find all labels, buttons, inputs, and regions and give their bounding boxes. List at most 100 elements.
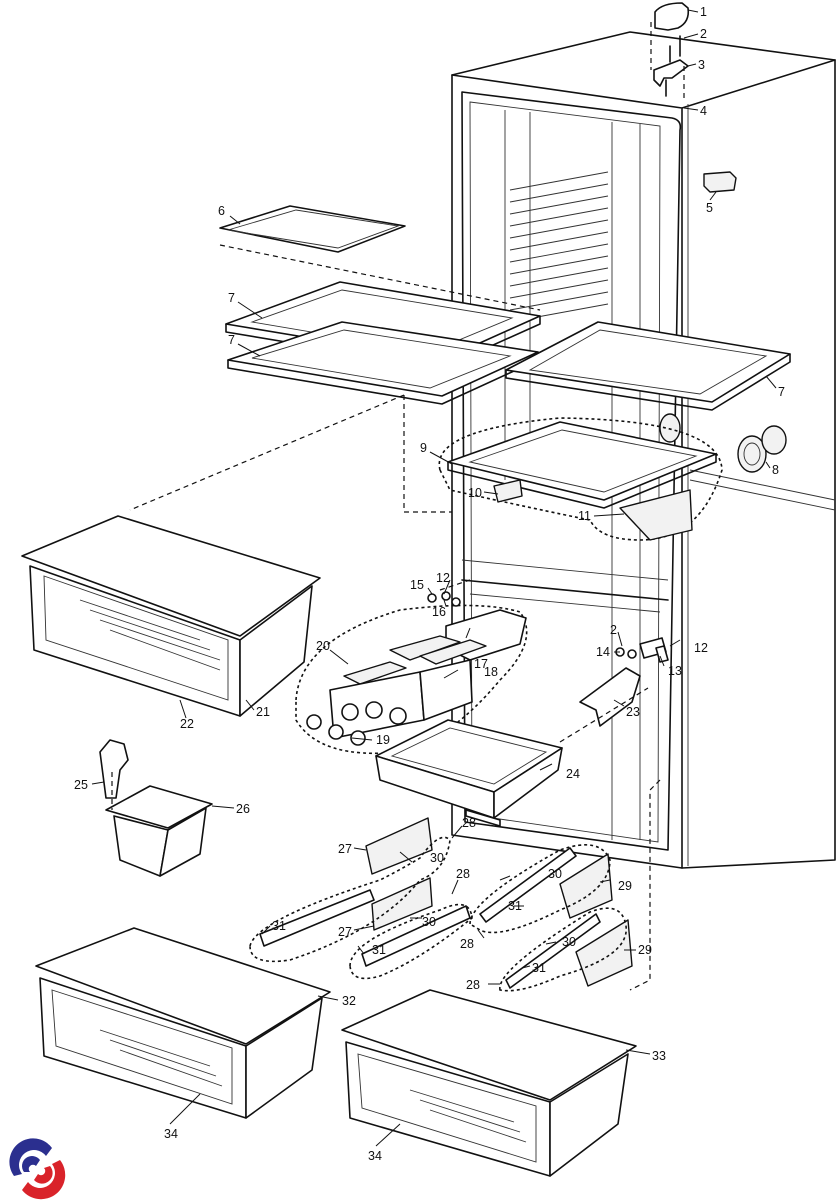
part-label: 29	[638, 943, 652, 957]
leader-line	[687, 63, 697, 67]
part-label: 10	[468, 486, 482, 500]
leader-line	[593, 513, 625, 517]
part-10-bracket	[493, 479, 523, 503]
part-label: 28	[456, 867, 470, 881]
leader-line	[237, 343, 261, 357]
leader-line	[179, 699, 187, 719]
part-label: 3	[698, 58, 705, 72]
part-label: 11	[578, 509, 591, 523]
part-label: 31	[272, 919, 286, 933]
leader-line	[211, 805, 235, 809]
leader-line	[353, 847, 367, 851]
leader-line	[477, 929, 485, 939]
part-label: 2	[610, 623, 617, 637]
part-label: 7	[228, 333, 235, 347]
part-33-bin	[341, 989, 637, 1177]
part-label: 29	[618, 879, 632, 893]
part-2-screws	[669, 35, 681, 63]
part-label: 5	[706, 201, 713, 215]
leader-line	[683, 33, 699, 39]
part-label: 22	[180, 717, 194, 731]
leader-line	[245, 699, 255, 711]
part-label: 12	[436, 571, 450, 585]
leader-line	[427, 587, 433, 595]
part-label: 12	[694, 641, 708, 655]
brand-logo	[9, 1138, 66, 1200]
part-label: 17	[474, 657, 488, 671]
part-label: 33	[652, 1049, 666, 1063]
part-label: 20	[316, 639, 330, 653]
leader-line	[317, 995, 339, 1001]
leader-line	[443, 579, 451, 595]
part-label: 19	[376, 733, 390, 747]
part-5-switch	[703, 171, 737, 193]
leader-lines	[91, 9, 777, 1147]
leader-line	[229, 215, 241, 225]
leader-line	[429, 451, 453, 465]
leader-line	[91, 781, 105, 785]
leader-line	[169, 1093, 201, 1125]
leader-line	[451, 825, 463, 839]
part-label: 27	[338, 925, 352, 939]
leader-line	[683, 107, 699, 111]
leader-line	[499, 875, 511, 881]
leader-line	[599, 879, 611, 883]
part-label: 30	[562, 935, 576, 949]
part-label: 8	[772, 463, 779, 477]
part-label: 1	[700, 5, 707, 19]
part-label: 4	[700, 104, 707, 118]
part-label: 6	[218, 204, 225, 218]
part-24-tray	[375, 719, 563, 827]
shelf-rails	[509, 171, 609, 323]
leader-line	[765, 461, 771, 469]
part-label: 23	[626, 705, 640, 719]
leader-line	[539, 763, 553, 771]
leader-line	[659, 655, 665, 667]
part-25-clip	[99, 739, 129, 799]
leader-line	[521, 965, 531, 969]
part-label: 31	[532, 961, 546, 975]
part-11-bracket	[619, 489, 693, 541]
leader-line	[545, 941, 557, 945]
ice-maker-assembly	[295, 579, 528, 755]
part-8-fan-grille	[737, 425, 787, 473]
leader-line	[613, 699, 625, 707]
leader-line	[443, 669, 459, 679]
leader-line	[483, 491, 499, 495]
part-32-bin	[35, 927, 331, 1119]
part-label: 7	[228, 291, 235, 305]
leader-line	[765, 375, 777, 389]
part-label: 34	[368, 1149, 382, 1163]
part-label: 21	[256, 705, 270, 719]
leader-line	[465, 627, 471, 639]
part-label: 24	[566, 767, 580, 781]
part-label: 31	[508, 899, 522, 913]
leader-line	[443, 599, 447, 607]
part-label: 34	[164, 1127, 178, 1141]
part-label: 28	[466, 978, 480, 992]
part-1-hinge-cover	[654, 2, 690, 31]
leader-line	[687, 9, 699, 13]
part-label: 7	[778, 385, 785, 399]
part-26-cup	[105, 785, 213, 877]
leader-line	[451, 879, 459, 895]
leader-line	[617, 631, 623, 647]
part-label: 28	[462, 816, 476, 830]
part-label: 30	[430, 851, 444, 865]
part-label: 18	[484, 665, 498, 679]
part-7-shelf-right	[505, 321, 791, 411]
leader-line	[237, 301, 263, 319]
part-label: 15	[410, 578, 424, 592]
part-label: 31	[372, 943, 386, 957]
drawer-rails	[249, 817, 633, 992]
part-label: 9	[420, 441, 427, 455]
part-label: 2	[700, 27, 707, 41]
leader-line	[261, 925, 271, 935]
leader-line	[329, 649, 349, 665]
part-6-shelf-glass	[219, 205, 406, 253]
leader-line	[357, 945, 365, 955]
leader-line	[399, 851, 413, 863]
leader-line	[351, 737, 373, 741]
